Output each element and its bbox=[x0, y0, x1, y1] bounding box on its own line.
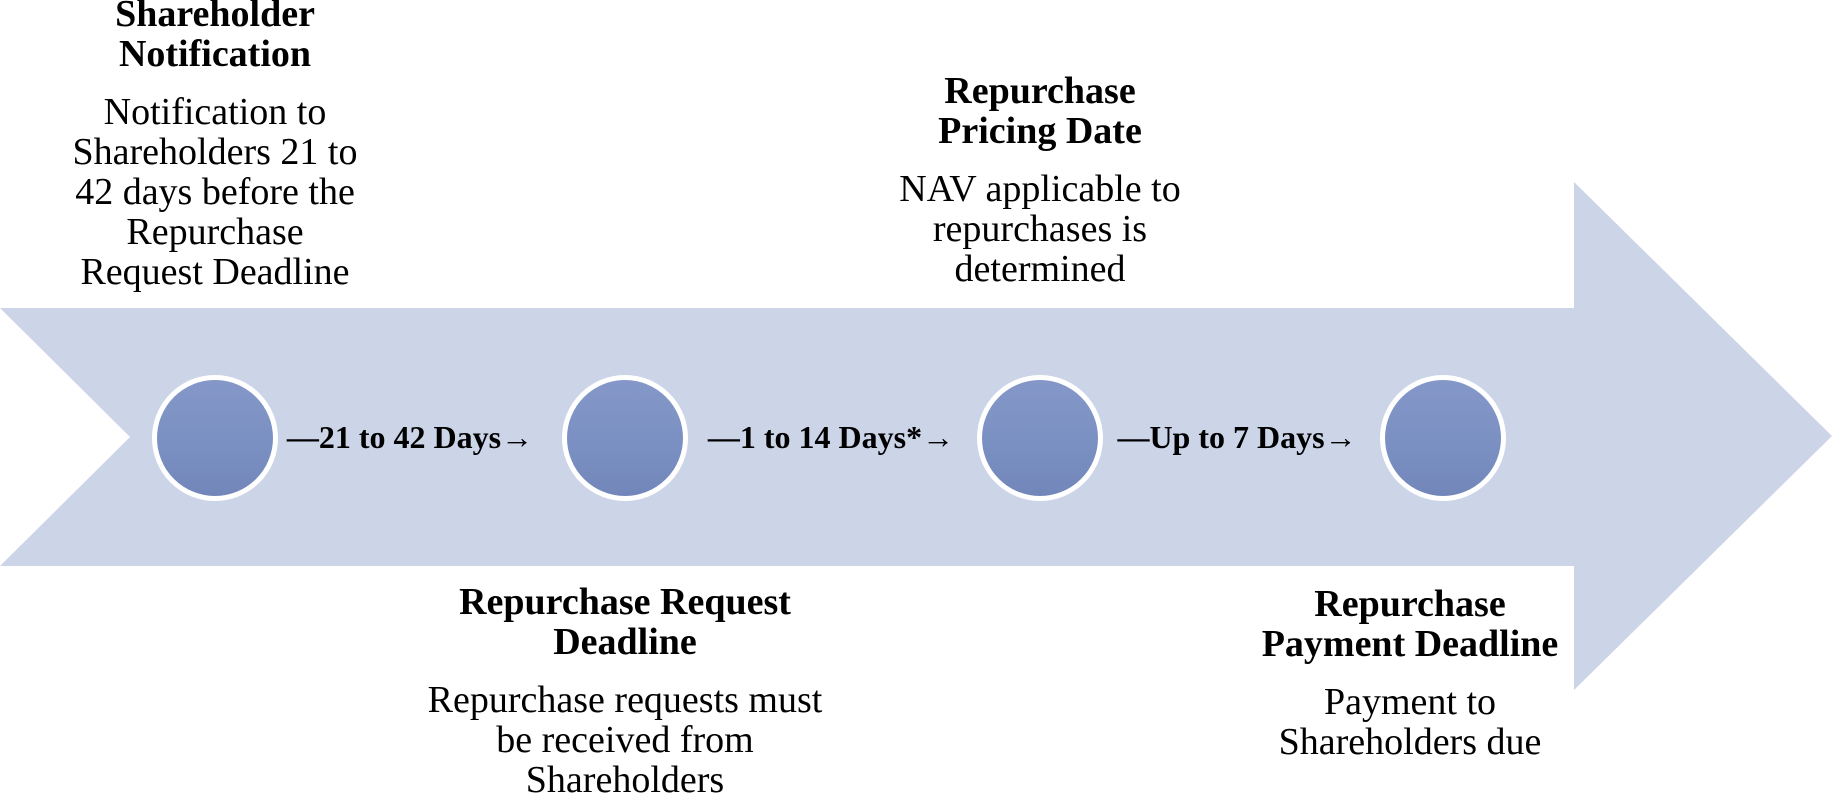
body-line: Shareholders 21 to bbox=[72, 131, 358, 173]
body-line: NAV applicable to bbox=[899, 168, 1181, 210]
body-line: Repurchase bbox=[126, 211, 304, 253]
title-line: Repurchase Request bbox=[459, 581, 791, 623]
timeline-arrow-shape bbox=[0, 182, 1832, 690]
body-line: Payment to bbox=[1323, 681, 1497, 723]
milestone-description: Repurchase requests must be received fro… bbox=[400, 680, 850, 800]
title-line: Repurchase bbox=[1314, 583, 1506, 625]
body-line: 42 days before the bbox=[75, 171, 355, 213]
body-line: be received from bbox=[496, 719, 754, 761]
title-line: Pricing Date bbox=[938, 110, 1142, 152]
milestone-circle-repurchase-payment-deadline bbox=[1380, 375, 1506, 501]
milestone-repurchase-pricing-date: Repurchase Pricing Date NAV applicable t… bbox=[870, 71, 1210, 289]
milestone-circle-repurchase-request-deadline bbox=[562, 375, 688, 501]
body-line: Notification to bbox=[103, 91, 327, 133]
milestone-shareholder-notification: Shareholder Notification Notification to… bbox=[45, 0, 385, 292]
body-line: Shareholders due bbox=[1278, 721, 1542, 763]
body-line: Shareholders bbox=[525, 759, 725, 801]
title-line: Repurchase bbox=[944, 70, 1136, 112]
milestone-repurchase-request-deadline: Repurchase Request Deadline Repurchase r… bbox=[400, 582, 850, 800]
title-line: Payment Deadline bbox=[1261, 623, 1559, 665]
body-line: determined bbox=[954, 248, 1126, 290]
title-line: Shareholder bbox=[115, 0, 315, 35]
interval-label-21-to-42-days: —21 to 42 Days→ bbox=[286, 419, 534, 455]
interval-label-1-to-14-days: —1 to 14 Days*→ bbox=[707, 419, 955, 455]
milestone-circle-shareholder-notification bbox=[152, 375, 278, 501]
milestone-circle-repurchase-pricing-date bbox=[977, 375, 1103, 501]
milestone-description: NAV applicable to repurchases is determi… bbox=[870, 169, 1210, 289]
milestone-title: Shareholder Notification bbox=[45, 0, 385, 74]
milestone-repurchase-payment-deadline: Repurchase Payment Deadline Payment to S… bbox=[1215, 584, 1605, 762]
milestone-title: Repurchase Request Deadline bbox=[400, 582, 850, 662]
milestone-description: Notification to Shareholders 21 to 42 da… bbox=[45, 92, 385, 292]
title-line: Notification bbox=[118, 33, 312, 75]
milestone-description: Payment to Shareholders due bbox=[1215, 682, 1605, 762]
body-line: Repurchase requests must bbox=[427, 679, 823, 721]
milestone-title: Repurchase Pricing Date bbox=[870, 71, 1210, 151]
milestone-title: Repurchase Payment Deadline bbox=[1215, 584, 1605, 664]
title-line: Deadline bbox=[553, 621, 697, 663]
body-line: Request Deadline bbox=[80, 251, 350, 293]
body-line: repurchases is bbox=[932, 208, 1148, 250]
interval-label-up-to-7-days: —Up to 7 Days→ bbox=[1117, 419, 1357, 455]
